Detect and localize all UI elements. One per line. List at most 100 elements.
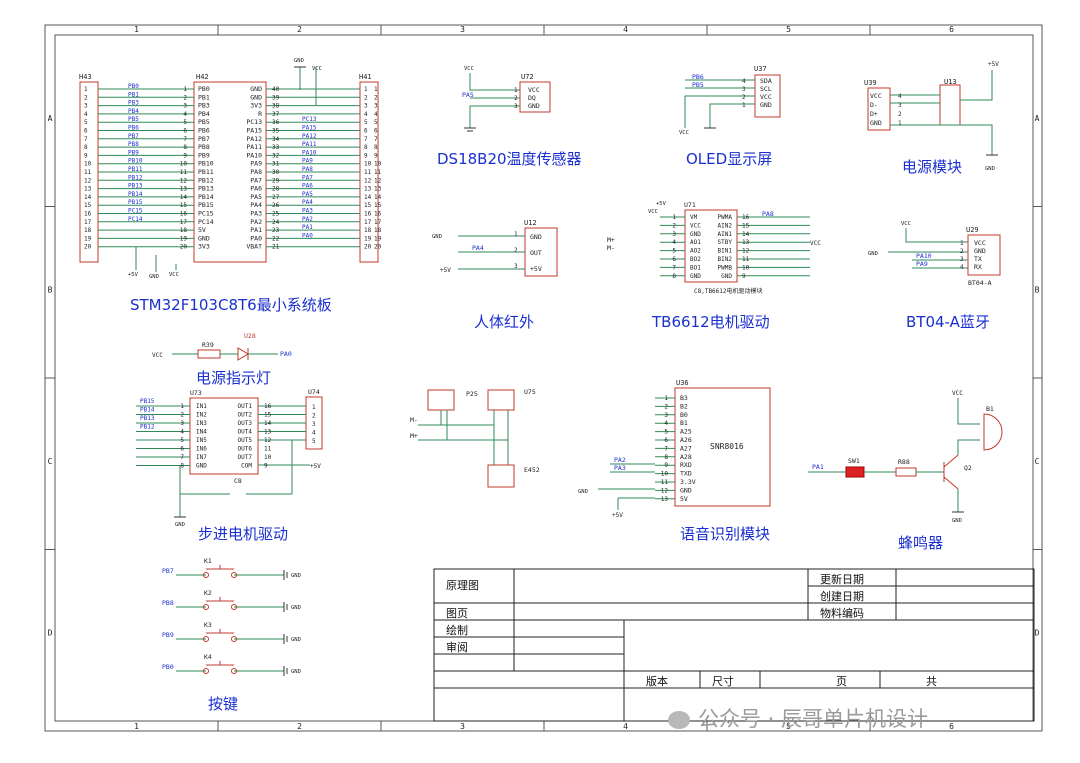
mcu-pin-name: PA4	[250, 201, 262, 209]
pin-number: 2	[742, 94, 746, 101]
net-label: PA2	[302, 216, 313, 223]
net-label: PA0	[280, 350, 292, 358]
pin-number: 4	[364, 111, 368, 118]
bt-pin: GND	[974, 247, 986, 255]
bt-caption: BT04-A	[968, 279, 992, 287]
key-contact	[203, 668, 209, 674]
pin-number: 3	[84, 103, 88, 110]
net-label: PB6	[128, 125, 139, 132]
power-label: +5V	[310, 463, 321, 470]
row-label: C	[48, 457, 53, 466]
pin-number: 14	[374, 194, 382, 201]
mcu-pin-name: PB3	[198, 102, 210, 110]
pin-number: 9	[364, 152, 368, 159]
tb-pin: GND	[690, 231, 701, 238]
tb-page-no: 页	[836, 675, 847, 688]
pin-number: 3	[183, 103, 187, 110]
power-label: VCC	[901, 221, 911, 227]
voice-pin: B0	[680, 411, 688, 419]
pin-number: 12	[661, 487, 669, 494]
pin-number: 34	[272, 136, 280, 143]
net-label: PA1	[812, 463, 824, 471]
pin-number: 2	[84, 94, 88, 101]
net-label: PA2	[614, 456, 626, 464]
pin-number: 5	[312, 438, 316, 445]
pin-number: 4	[664, 420, 668, 427]
pin-number: 5	[664, 429, 668, 436]
row-label: D	[1035, 628, 1040, 637]
pin-number: 9	[183, 152, 187, 159]
mcu-pin-name: PA11	[246, 143, 262, 151]
buzzer-part	[808, 398, 1003, 513]
pin-number: 27	[272, 194, 280, 201]
pin-number: 7	[664, 445, 668, 452]
pin-number: 1	[742, 102, 746, 109]
pin-number: 15	[84, 202, 92, 209]
pin-number: 13	[180, 186, 188, 193]
tb-schematic: 原理图	[446, 579, 479, 592]
pin-number: 35	[272, 128, 280, 135]
ref-h42: H42	[196, 73, 209, 81]
pin-number: 6	[183, 128, 187, 135]
mcu-pin-name: PA7	[250, 176, 262, 184]
title-power: 电源模块	[902, 158, 963, 176]
net-label: PB6	[692, 73, 704, 81]
pin-number: 39	[272, 94, 280, 101]
pin-number: 1	[514, 87, 518, 94]
pin-number: 4	[183, 111, 187, 118]
pin-number: 3	[312, 421, 316, 428]
pin-number: 10	[180, 161, 188, 168]
tb-pin: VCC	[690, 222, 701, 229]
power-label: GND	[291, 669, 301, 675]
ref-u37: U37	[754, 65, 767, 73]
pin-number: 6	[84, 128, 88, 135]
oled-part	[684, 74, 781, 129]
pin-number: 10	[742, 264, 750, 271]
net-label: PA10	[302, 149, 317, 156]
voice-chip: SNR8016	[710, 442, 744, 451]
pin-number: 14	[264, 420, 272, 427]
tb-pin: AIN1	[718, 231, 733, 238]
pin-number: 1	[898, 120, 902, 127]
sheet-frame	[44, 24, 1043, 732]
column-label: 4	[623, 25, 628, 34]
voice-pin: TXD	[680, 470, 692, 478]
key-contact	[203, 572, 209, 578]
pir-pin: OUT	[530, 249, 542, 257]
mcu-pin-name: PB7	[198, 135, 210, 143]
pin-number: 16	[374, 211, 382, 218]
net-label: PB0	[128, 83, 139, 90]
row-label: B	[48, 285, 53, 294]
pin-number: 1	[84, 86, 88, 93]
pin-number: 1	[960, 240, 964, 247]
pin-number: 8	[364, 144, 368, 151]
pin-number: 16	[180, 211, 188, 218]
net-label: PB9	[162, 631, 174, 639]
tb-pin: VM	[690, 214, 698, 221]
stepper-pin: OUT2	[238, 412, 253, 419]
column-label: 4	[623, 722, 628, 731]
tb-pin: AO2	[690, 248, 701, 255]
pin-number: 18	[374, 227, 382, 234]
net-label: PB12	[140, 424, 155, 431]
pin-number: 3	[742, 86, 746, 93]
power-label: GND	[985, 166, 995, 172]
pin-number: 6	[664, 437, 668, 444]
tb-update-date: 更新日期	[820, 573, 864, 586]
pin-number: 20	[84, 244, 92, 251]
net-label: PA6	[302, 183, 313, 190]
net-label: PB14	[128, 191, 143, 198]
net-label: PA11	[302, 141, 317, 148]
tb-version: 版本	[646, 675, 668, 688]
power-pin: D+	[870, 110, 878, 118]
net-label: PB4	[128, 108, 139, 115]
pin-number: 8	[84, 144, 88, 151]
row-label: A	[1035, 114, 1040, 123]
stepper-pin: GND	[196, 463, 207, 470]
pin-number: 6	[180, 446, 184, 453]
tb-pin: BO2	[690, 256, 701, 263]
pin-number: 11	[180, 169, 188, 176]
pin-number: 12	[374, 177, 382, 184]
net-label: PB15	[128, 199, 143, 206]
pin-number: 2	[672, 222, 676, 229]
